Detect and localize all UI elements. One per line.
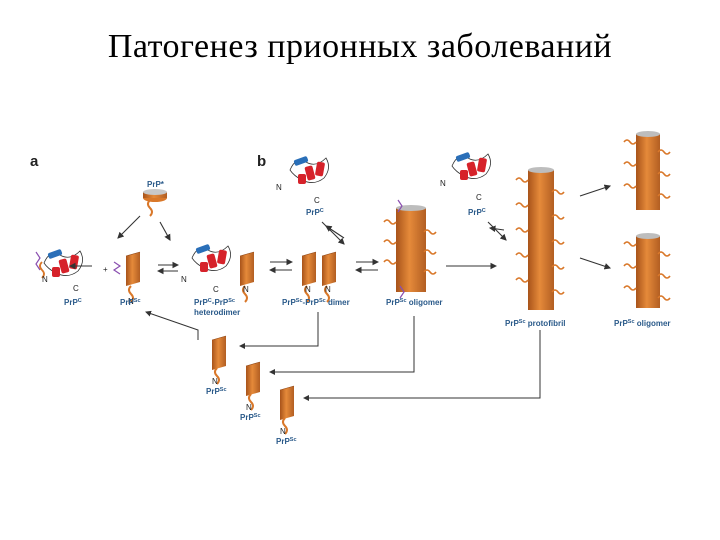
prpc-molecule-b1 [289, 155, 330, 185]
dimer-label: PrPSc-PrPSc dimer [282, 298, 350, 307]
heterodimer-c-terminus: C [213, 285, 219, 294]
prpc-b2-c-terminus: C [476, 193, 482, 202]
prpc-molecule-left [35, 248, 84, 279]
prpc-molecule-b2 [451, 151, 492, 181]
prpsc-oligomer-mid [383, 199, 437, 299]
protofibril-label: PrPSc protofibril [505, 319, 566, 328]
dimer-n2-terminus: N [325, 285, 331, 294]
prpsc-protofibril [515, 167, 565, 310]
heterodimer-label: PrPC-PrPSc [194, 298, 235, 307]
prpc-b1-label: PrPC [306, 208, 324, 217]
prpc-b1-n-terminus: N [276, 183, 282, 192]
prpc-b2-label: PrPC [468, 208, 486, 217]
plus-sign: + [103, 265, 108, 274]
prpsc-a-n-terminus: N [128, 297, 134, 306]
prpsc-dimer [301, 251, 337, 303]
heterodimer-n-terminus: N [181, 275, 187, 284]
frag2-n-terminus: N [246, 403, 252, 412]
prpsc-monomer-a [112, 251, 141, 303]
slide-title: Патогенез прионных заболеваний [107, 28, 613, 65]
dimer-n1-terminus: N [305, 285, 311, 294]
heterodimer-label-line2: heterodimer [194, 308, 240, 317]
frag1-label: PrPSc [206, 387, 227, 396]
prpc-b2-n-terminus: N [440, 179, 446, 188]
frag2-label: PrPSc [240, 413, 261, 422]
heterodimer-n2-terminus: N [243, 285, 249, 294]
frag3-label: PrPSc [276, 437, 297, 446]
oligomer-right-label: PrPSc oligomer [614, 319, 671, 328]
prpstar-molecule [143, 189, 167, 217]
prpc-left-label: PrPC [64, 298, 82, 307]
prpsc-a-label: PrPSc [120, 298, 141, 307]
panel-label-b: b [257, 153, 266, 170]
prpc-left-n-terminus: N [42, 275, 48, 284]
frag3-n-terminus: N [280, 427, 286, 436]
panel-label-a: a [30, 153, 39, 170]
prpstar-label: PrP* [147, 180, 165, 189]
frag1-n-terminus: N [212, 377, 218, 386]
prpsc-fibril-top [623, 131, 671, 210]
prpsc-oligomer-right [623, 233, 671, 308]
prpc-b1-c-terminus: C [314, 196, 320, 205]
oligomer-mid-label: PrPSc oligomer [386, 298, 443, 307]
prpc-left-c-terminus: C [73, 284, 79, 293]
